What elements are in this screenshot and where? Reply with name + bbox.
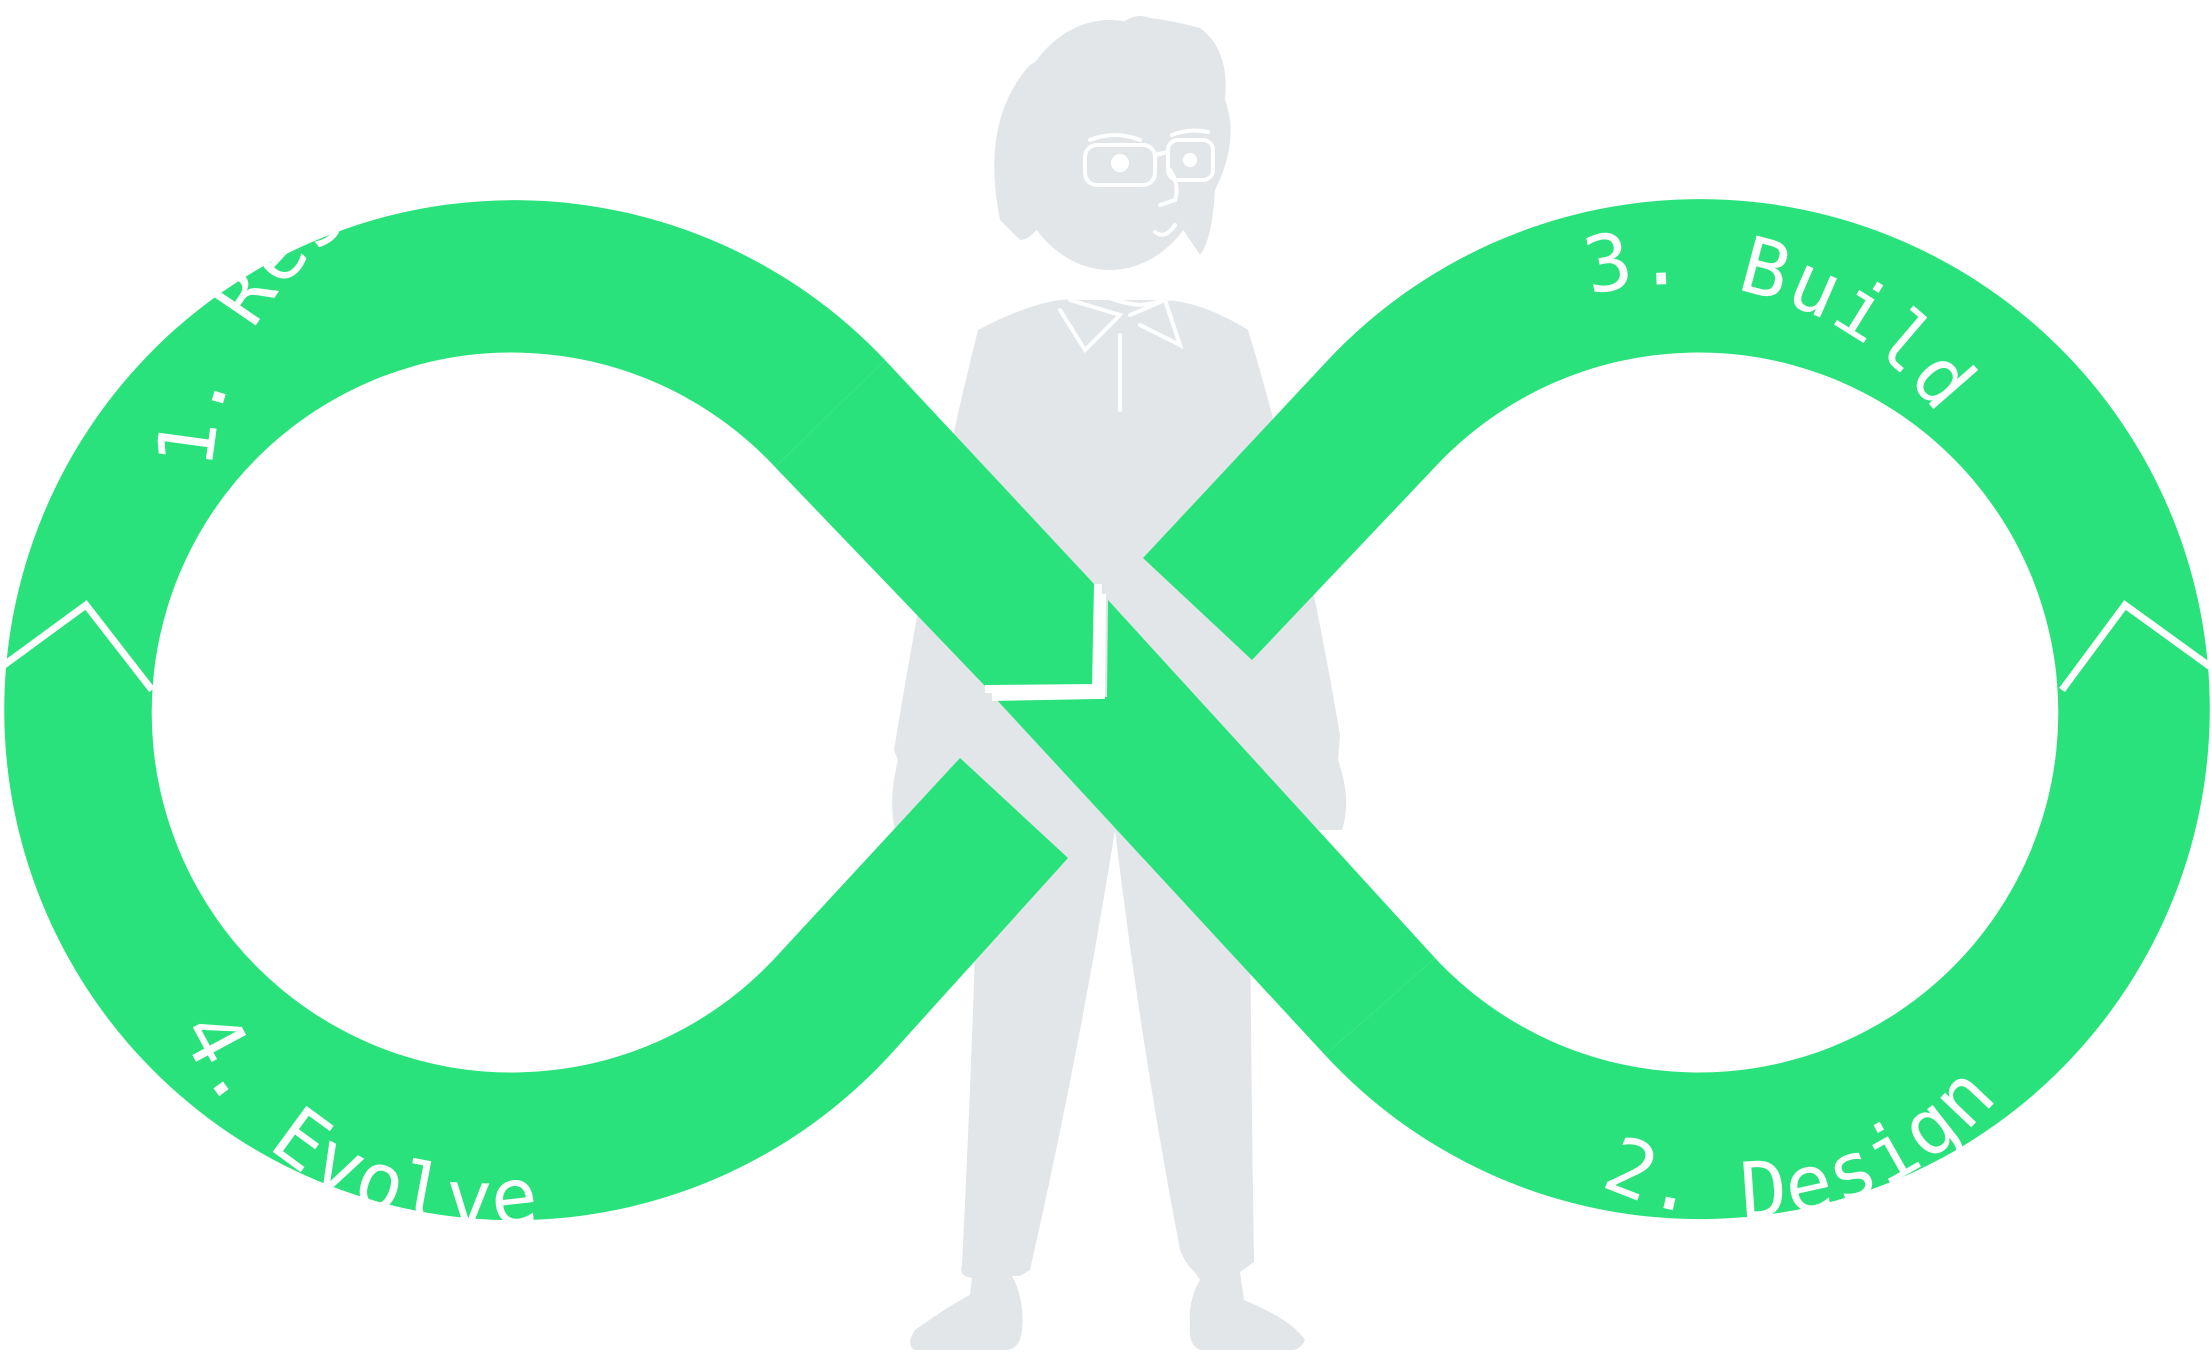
collar-left: [1058, 298, 1124, 354]
infinity-loop: [0, 199, 2212, 1221]
cross-band-descending: [775, 360, 1095, 686]
glasses-left-lens: [1083, 143, 1157, 187]
right-arrow-chevron: [2059, 600, 2212, 693]
glasses-right-lens: [1166, 138, 1215, 182]
left-arrow-chevron: [0, 600, 155, 693]
center-notch: [984, 583, 1106, 701]
person-hair: [994, 16, 1231, 255]
right-loop-ring: [1143, 199, 2210, 1220]
chin-line: [1058, 258, 1207, 308]
nose: [1158, 168, 1179, 207]
collar-right: [1128, 297, 1184, 349]
left-eyebrow: [1088, 133, 1142, 142]
glasses-bridge: [1153, 150, 1170, 157]
right-eye: [1183, 153, 1197, 167]
person-face-lines: [1058, 128, 1215, 412]
cross-band-descending-lower: [995, 600, 1435, 1055]
left-eye: [1111, 154, 1129, 172]
mouth: [1153, 223, 1177, 237]
right-eyebrow: [1170, 128, 1210, 137]
left-loop-ring: [4, 200, 1069, 1221]
